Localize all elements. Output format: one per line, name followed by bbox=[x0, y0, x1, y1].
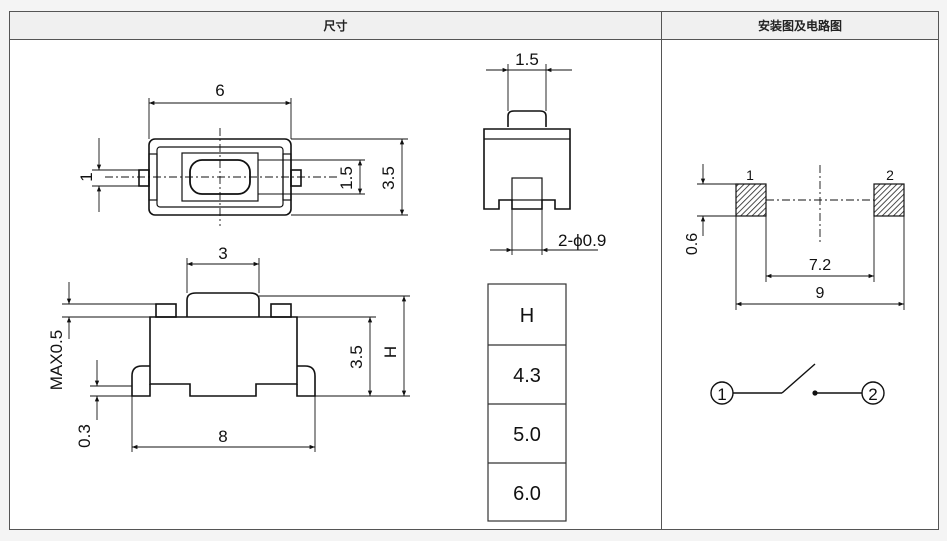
side-view bbox=[483, 110, 571, 210]
front-foot-label: 0.3 bbox=[75, 424, 94, 448]
front-lug-right bbox=[270, 303, 292, 318]
side-width-label: 1.5 bbox=[515, 50, 539, 69]
terminal-1-label: 1 bbox=[717, 385, 726, 404]
top-height-label: 3.5 bbox=[379, 166, 398, 190]
pad-2 bbox=[873, 183, 905, 217]
pad-2-label: 2 bbox=[886, 167, 894, 183]
dimensions-header: 尺寸 bbox=[10, 12, 661, 40]
front-height-label: 3.5 bbox=[347, 345, 366, 369]
front-terminal-right bbox=[296, 365, 316, 397]
front-actuator bbox=[186, 292, 260, 317]
outer-span-label: 9 bbox=[816, 285, 825, 302]
h-table-row: 4.3 bbox=[513, 365, 541, 387]
top-lead-right bbox=[290, 169, 302, 187]
side-hole-label: 2-ϕ0.9 bbox=[558, 231, 606, 250]
top-width-label: 6 bbox=[215, 81, 224, 100]
h-table bbox=[487, 283, 567, 522]
side-body bbox=[483, 128, 571, 210]
column-divider bbox=[661, 12, 662, 529]
pad-size-label: 0.6 bbox=[684, 233, 701, 255]
pad-1-label: 1 bbox=[746, 167, 754, 183]
h-table-header: H bbox=[520, 305, 534, 327]
contact-dot bbox=[812, 390, 818, 396]
h-table-row: 5.0 bbox=[513, 424, 541, 446]
front-button-label: 3 bbox=[218, 244, 227, 263]
switch-circuit bbox=[710, 363, 885, 405]
terminal-2-label: 2 bbox=[868, 385, 877, 404]
front-view bbox=[131, 292, 316, 397]
inner-span-label: 7.2 bbox=[809, 257, 831, 274]
front-max-label: MAX0.5 bbox=[47, 330, 66, 390]
front-body bbox=[149, 316, 298, 397]
front-terminal-left bbox=[131, 365, 151, 397]
h-table-row: 6.0 bbox=[513, 483, 541, 505]
front-total-label: 8 bbox=[218, 427, 227, 446]
front-lug-left bbox=[155, 303, 177, 318]
spec-sheet: 尺寸 安装图及电路图 bbox=[9, 11, 939, 530]
side-actuator bbox=[507, 110, 547, 127]
terminal-2 bbox=[861, 381, 885, 405]
switch-lever bbox=[781, 363, 816, 394]
top-lead-label: 1 bbox=[77, 172, 96, 181]
install-circuit-header: 安装图及电路图 bbox=[662, 12, 938, 40]
top-lead-left bbox=[138, 169, 150, 187]
pad-1 bbox=[735, 183, 767, 217]
front-h-label: H bbox=[381, 346, 400, 358]
top-slot-label: 1.5 bbox=[337, 166, 356, 190]
